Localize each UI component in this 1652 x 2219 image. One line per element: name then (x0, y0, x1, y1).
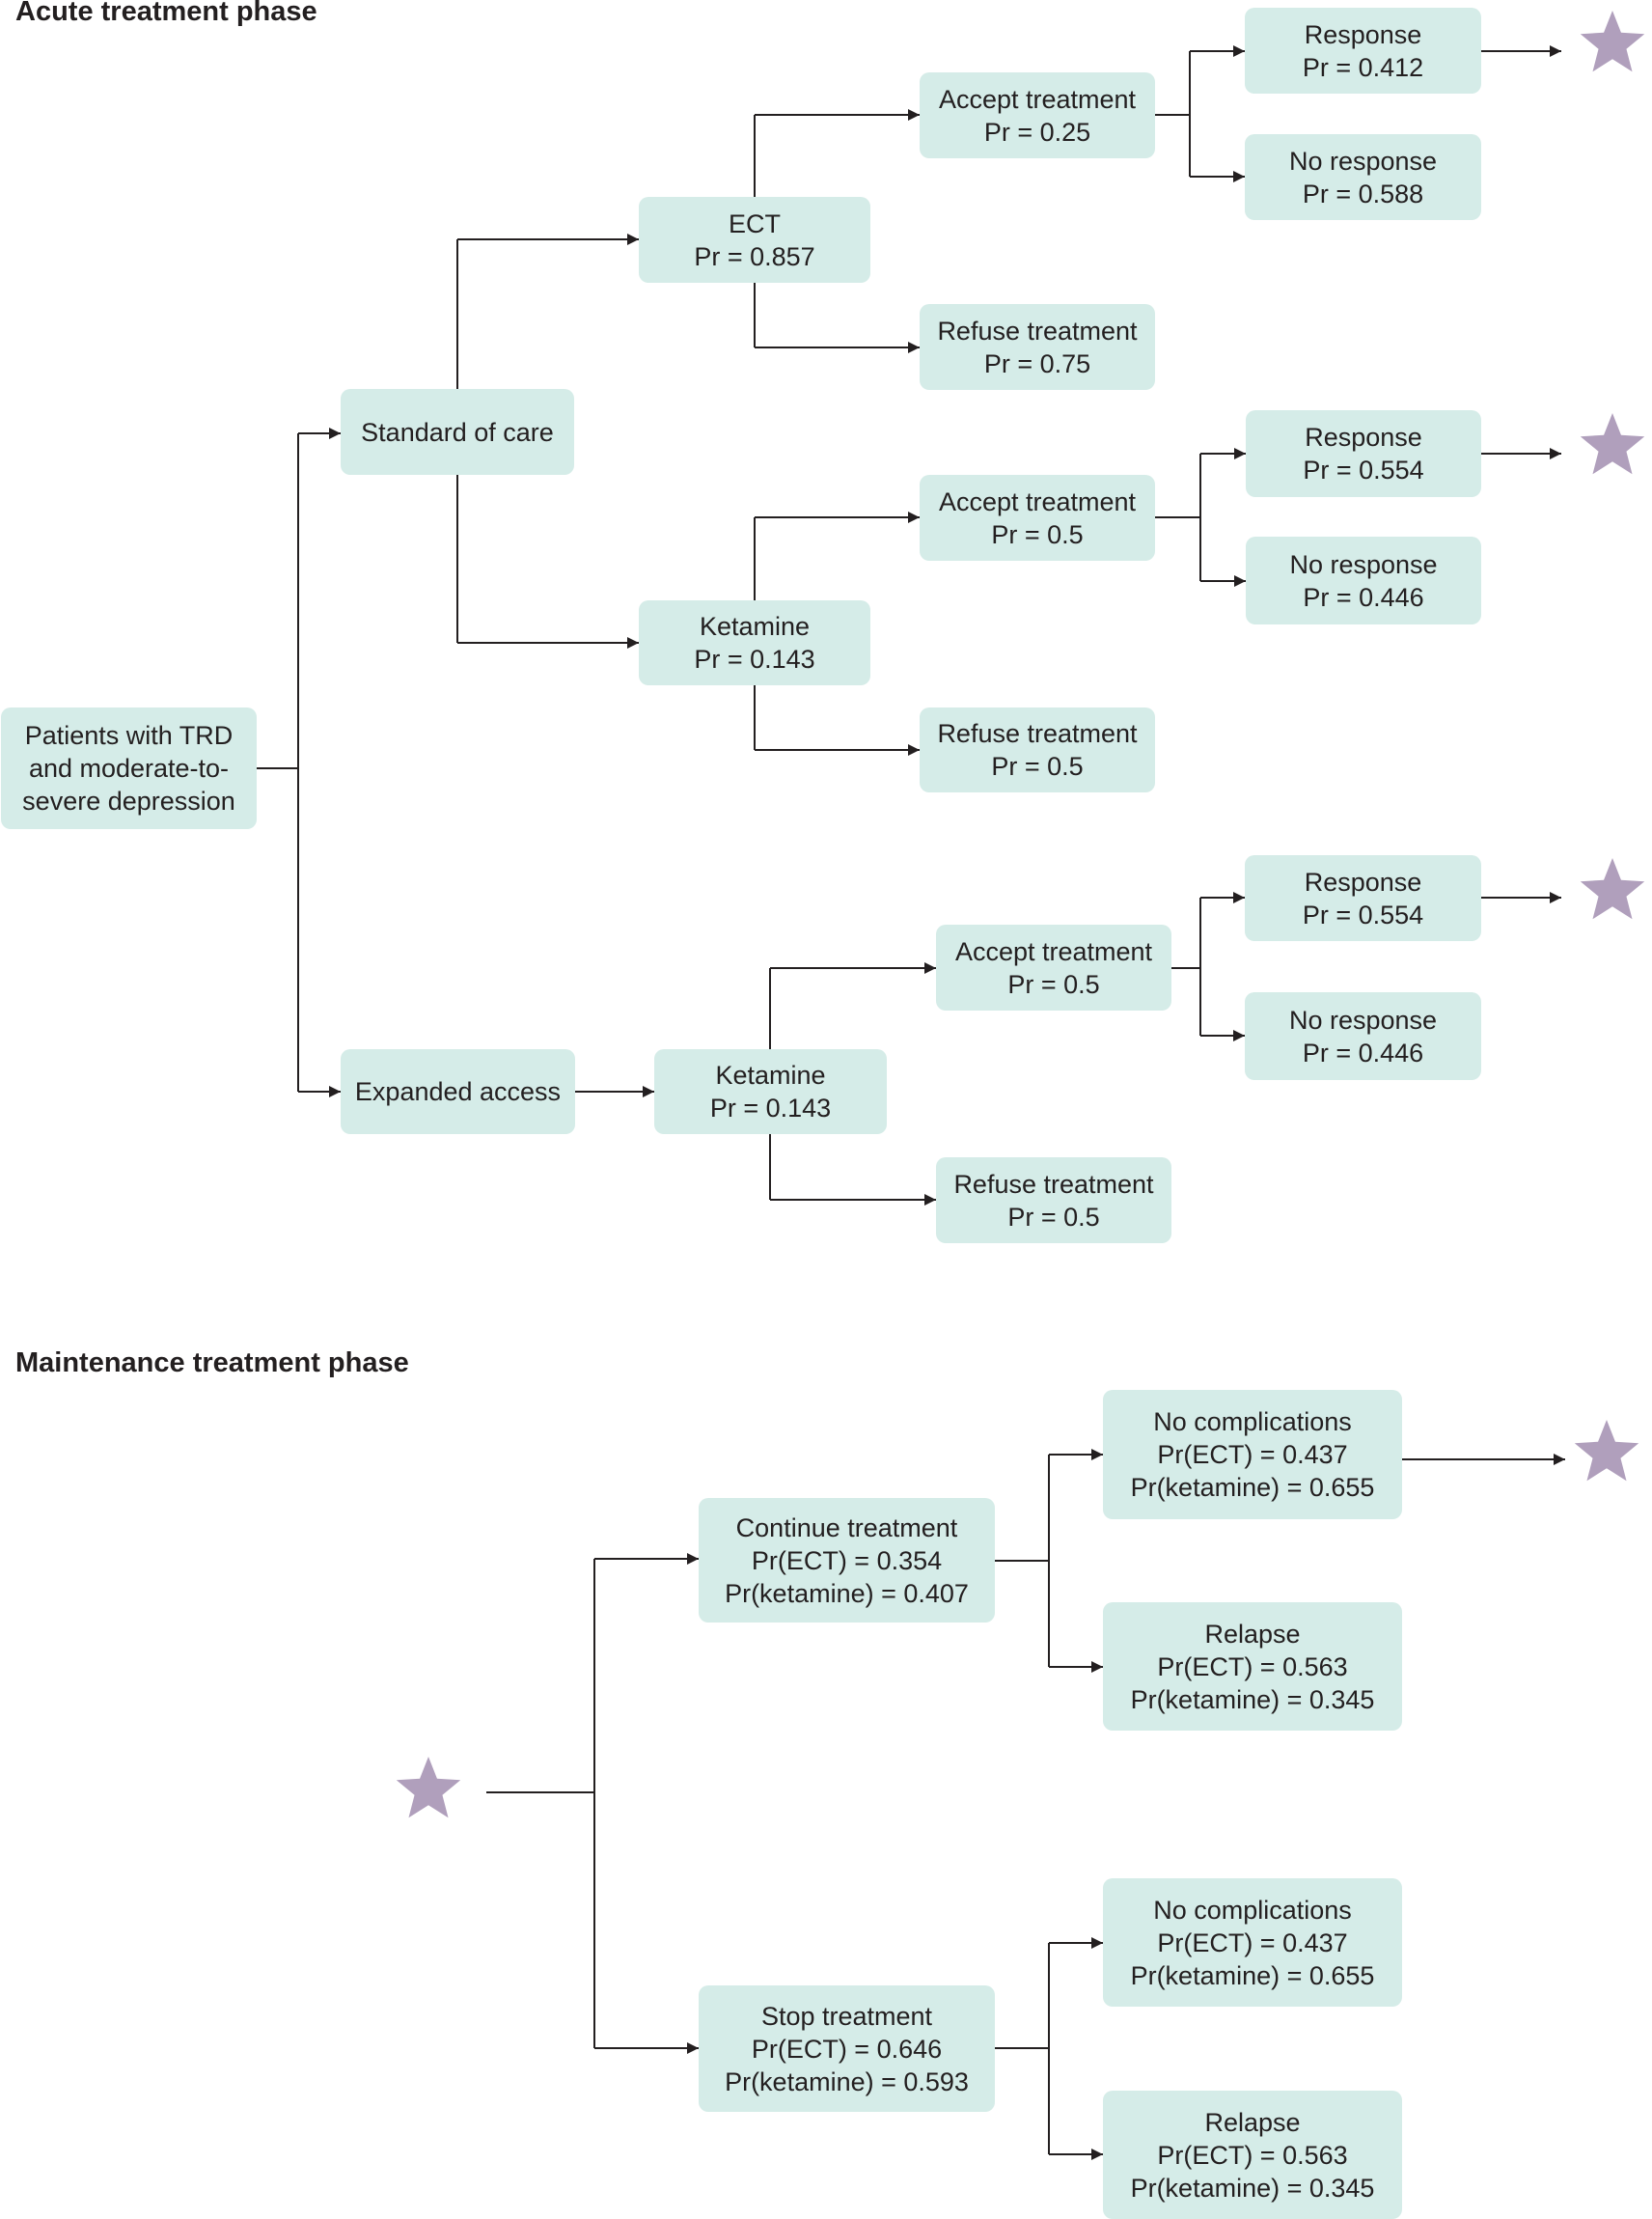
star-icon (396, 1757, 461, 1818)
node-probability: Pr = 0.5 (1007, 1202, 1100, 1232)
star-icon (1574, 1420, 1639, 1482)
star-icon (1580, 413, 1645, 475)
continue-treatment-node: Continue treatment Pr(ECT) = 0.354 Pr(ke… (699, 1498, 995, 1623)
root-line-1: Patients with TRD (24, 721, 234, 750)
root-line-3: severe depression (22, 787, 235, 816)
stop-nocomplications-node: No complications Pr(ECT) = 0.437 Pr(keta… (1103, 1878, 1402, 2007)
node-name: Accept treatment (938, 84, 1137, 114)
stop-treatment-node: Stop treatment Pr(ECT) = 0.646 Pr(ketami… (699, 1985, 995, 2112)
node-probability-ect: Pr(ECT) = 0.563 (1157, 1651, 1348, 1681)
expanded-access-node: Expanded access (341, 1049, 575, 1134)
maint-root-connector (486, 1559, 595, 2048)
node-probability-ketamine: Pr(ketamine) = 0.345 (1130, 2173, 1375, 2203)
node-probability-ketamine: Pr(ketamine) = 0.655 (1130, 1473, 1375, 1502)
node-name: Relapse (1204, 1619, 1301, 1649)
node-probability: Pr = 0.554 (1303, 456, 1424, 485)
node-probability: Pr = 0.857 (694, 241, 815, 271)
node-probability-ect: Pr(ECT) = 0.646 (751, 2034, 943, 2064)
soc-ect-accept-node: Accept treatment Pr = 0.25 (920, 72, 1155, 158)
soc-ket-accept-node: Accept treatment Pr = 0.5 (920, 475, 1155, 561)
node-name: Relapse (1204, 2107, 1301, 2137)
node-name: Accept treatment (954, 936, 1153, 966)
node-name: Ketamine (699, 612, 811, 641)
node-probability: Pr = 0.143 (694, 645, 815, 674)
root-node-patients: Patients with TRD and moderate-to- sever… (1, 707, 257, 829)
node-probability: Pr = 0.446 (1302, 1038, 1424, 1068)
node-probability-ect: Pr(ECT) = 0.437 (1157, 1928, 1348, 1957)
continue-nocomplications-node: No complications Pr(ECT) = 0.437 Pr(keta… (1103, 1390, 1402, 1519)
ea-ket-noresponse-node: No response Pr = 0.446 (1245, 992, 1481, 1080)
soc-ket-refuse-node: Refuse treatment Pr = 0.5 (920, 707, 1155, 792)
node-probability-ect: Pr(ECT) = 0.563 (1157, 2140, 1348, 2170)
node-probability: Pr = 0.25 (983, 117, 1091, 147)
stop-relapse-node: Relapse Pr(ECT) = 0.563 Pr(ketamine) = 0… (1103, 2091, 1402, 2219)
node-probability-ketamine: Pr(ketamine) = 0.655 (1130, 1960, 1375, 1990)
node-probability: Pr = 0.75 (983, 348, 1091, 378)
root-connector (257, 433, 299, 1092)
node-probability: Pr = 0.554 (1302, 900, 1424, 929)
node-probability-ect: Pr(ECT) = 0.437 (1157, 1440, 1348, 1469)
ea-ket-accept-node: Accept treatment Pr = 0.5 (936, 925, 1171, 1011)
soc-ket-response-node: Response Pr = 0.554 (1246, 410, 1481, 497)
node-name: Response (1304, 19, 1422, 49)
continue-connector (995, 1455, 1050, 1667)
node-probability: Pr = 0.5 (1007, 969, 1100, 999)
node-name: Stop treatment (760, 2001, 933, 2031)
node-name: Refuse treatment (937, 719, 1138, 748)
node-name: Continue treatment (735, 1512, 958, 1542)
ect-accept-connector (1155, 51, 1191, 177)
continue-relapse-node: Relapse Pr(ECT) = 0.563 Pr(ketamine) = 0… (1103, 1602, 1402, 1731)
soc-ket-noresponse-node: No response Pr = 0.446 (1246, 537, 1481, 624)
standard-of-care-node: Standard of care (341, 389, 574, 475)
node-probability: Pr = 0.5 (991, 519, 1084, 549)
node-name: Response (1305, 423, 1422, 452)
node-name: No complications (1153, 1895, 1352, 1925)
node-probability: Pr = 0.5 (991, 752, 1084, 781)
node-name: Refuse treatment (953, 1169, 1154, 1199)
soc-ect-response-node: Response Pr = 0.412 (1245, 8, 1481, 94)
node-name: No complications (1153, 1407, 1352, 1436)
expanded-access-label: Expanded access (354, 1077, 562, 1106)
node-name: Ketamine (715, 1061, 826, 1090)
soc-ect-refuse-node: Refuse treatment Pr = 0.75 (920, 304, 1155, 390)
maintenance-phase-title: Maintenance treatment phase (15, 1347, 409, 1378)
star-icon (1580, 858, 1645, 920)
node-probability: Pr = 0.412 (1302, 52, 1424, 82)
acute-phase-title: Acute treatment phase (15, 0, 317, 27)
node-name: ECT (729, 208, 781, 238)
node-probability-ketamine: Pr(ketamine) = 0.345 (1130, 1684, 1375, 1714)
node-probability: Pr = 0.446 (1303, 582, 1424, 612)
soc-ketamine-node: Ketamine Pr = 0.143 (639, 600, 870, 685)
soc-ect-noresponse-node: No response Pr = 0.588 (1245, 134, 1481, 220)
node-probability-ketamine: Pr(ketamine) = 0.407 (725, 1578, 969, 1608)
node-probability-ect: Pr(ECT) = 0.354 (751, 1545, 943, 1575)
node-probability-ketamine: Pr(ketamine) = 0.593 (725, 2066, 969, 2096)
node-name: No response (1289, 549, 1438, 579)
node-probability: Pr = 0.588 (1302, 179, 1424, 208)
soc-ket-accept-connector (1155, 454, 1201, 581)
node-probability: Pr = 0.143 (709, 1094, 832, 1123)
ea-ketamine-node: Ketamine Pr = 0.143 (654, 1049, 887, 1134)
node-name: Refuse treatment (937, 316, 1138, 346)
node-name: Accept treatment (938, 486, 1137, 516)
ea-ket-accept-connector (1171, 898, 1201, 1036)
stop-connector (995, 1943, 1050, 2154)
node-name: Response (1304, 867, 1422, 897)
node-name: No response (1288, 1005, 1438, 1035)
node-name: No response (1288, 146, 1438, 176)
standard-of-care-label: Standard of care (361, 417, 554, 447)
ea-ket-refuse-node: Refuse treatment Pr = 0.5 (936, 1157, 1171, 1243)
soc-ect-node: ECT Pr = 0.857 (639, 197, 870, 283)
star-icon (1580, 11, 1645, 72)
ea-ket-response-node: Response Pr = 0.554 (1245, 855, 1481, 941)
root-line-2: and moderate-to- (28, 754, 230, 783)
